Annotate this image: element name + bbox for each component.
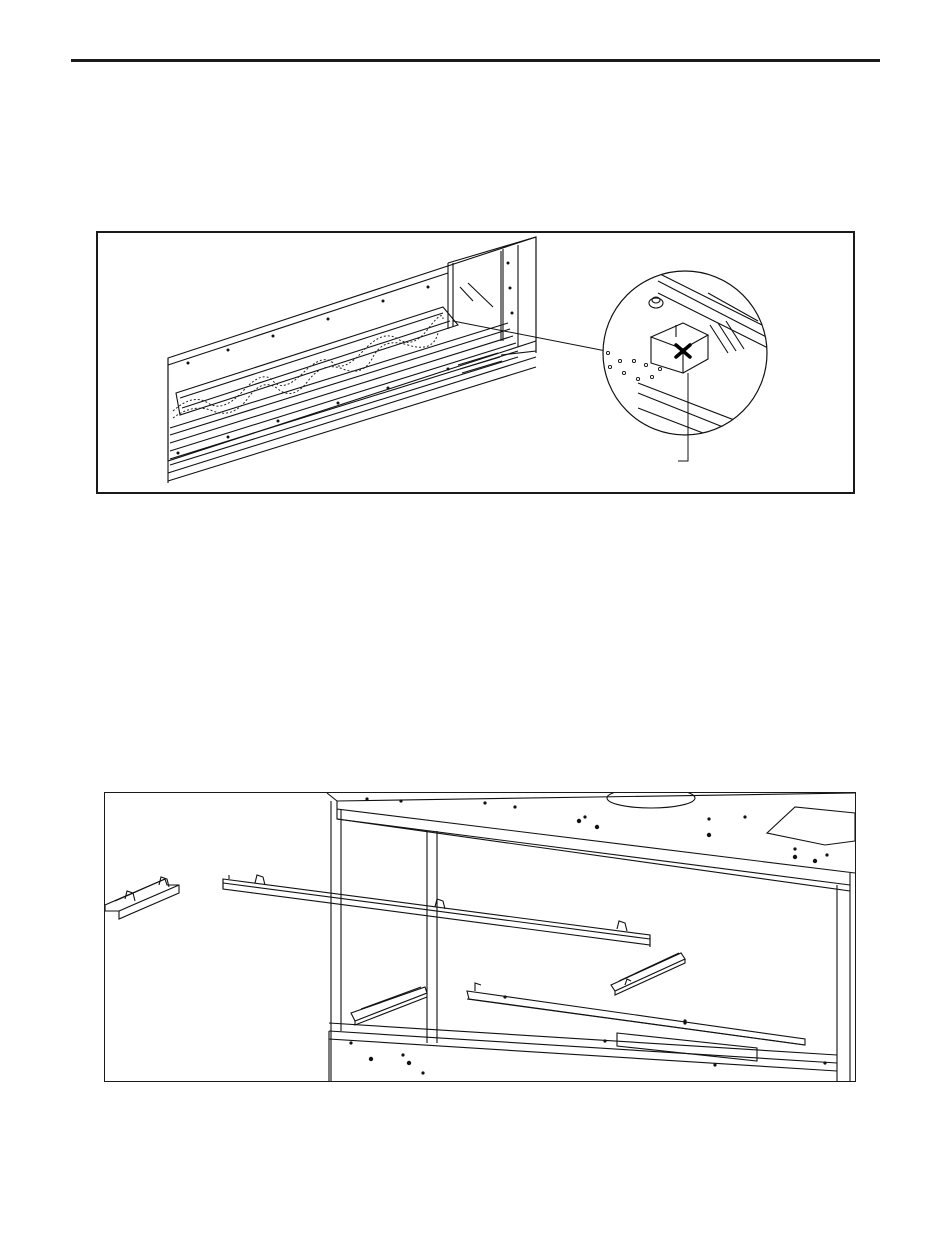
firebox-bracket-illustration	[105, 793, 855, 1081]
figure-firebox-brackets	[104, 792, 856, 1082]
figure-burner-tray	[96, 231, 855, 494]
header-rule	[71, 59, 880, 62]
burner-tray-illustration	[98, 233, 853, 492]
